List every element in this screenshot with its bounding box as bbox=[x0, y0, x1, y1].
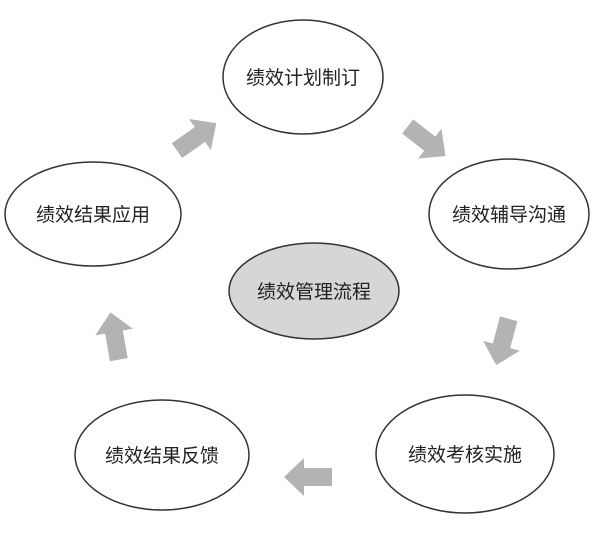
node-feedback: 绩效结果反馈 bbox=[74, 399, 250, 511]
node-label: 绩效结果应用 bbox=[36, 204, 150, 226]
arrow-assess-to-feedback bbox=[284, 458, 332, 496]
node-apply: 绩效结果应用 bbox=[4, 161, 182, 267]
arrow-feedback-to-apply bbox=[91, 309, 138, 363]
center-label: 绩效管理流程 bbox=[257, 281, 371, 303]
arrow-coach-to-assess bbox=[477, 313, 528, 371]
center-node: 绩效管理流程 bbox=[228, 242, 400, 340]
node-plan: 绩效计划制订 bbox=[222, 19, 384, 135]
arrow-apply-to-plan bbox=[166, 107, 228, 167]
node-label: 绩效计划制订 bbox=[246, 67, 360, 89]
node-label: 绩效考核实施 bbox=[408, 444, 522, 466]
node-label: 绩效辅导沟通 bbox=[452, 204, 566, 226]
arrow-plan-to-coach bbox=[395, 111, 458, 171]
node-coach: 绩效辅导沟通 bbox=[428, 158, 590, 270]
node-assess: 绩效考核实施 bbox=[375, 394, 555, 514]
node-label: 绩效结果反馈 bbox=[105, 445, 219, 467]
